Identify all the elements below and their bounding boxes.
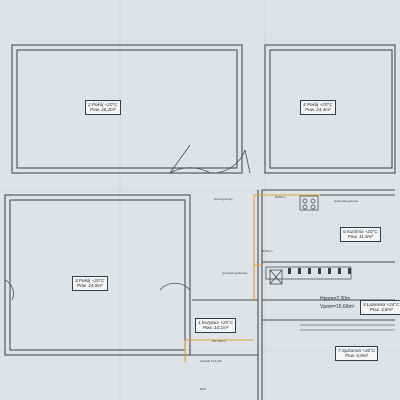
room-volume: Vpom=16,66m³ [320, 304, 355, 310]
room-1-area: Pow. 10,1m² [202, 325, 229, 331]
room-2-label: 2.Pokój +20°C Pow. 26,2m² [85, 100, 121, 115]
room-4-area: Pow. 24,4m² [305, 107, 331, 113]
room-5-name: 5.Łazienka +24°C [363, 302, 400, 307]
room-5-label: 5.Łazienka +24°C Pow. 3,8m² [360, 300, 400, 315]
room-7-area: Pow. 6,9m² [345, 353, 369, 359]
pipe-note: przewód spalinowy [222, 271, 248, 275]
room-3-name: 3.Pokój +20°C [75, 278, 105, 283]
room-7-name: 7.Spiżarnia +20°C [338, 348, 376, 353]
room-2-area: Pow. 26,2m² [90, 107, 116, 113]
room-6-label: 6.Kuchnia +20°C Pow. 11,5m² [340, 227, 381, 242]
room-1-label: 1.Korytarz +20°C Pow. 10,1m² [195, 318, 237, 333]
room-height: Hpom=2,30m [320, 296, 351, 302]
dn-note: DN 15mm [212, 339, 226, 343]
room-5-area: Pow. 3,8m² [369, 307, 393, 313]
bottom-note: Ø15 [200, 387, 206, 391]
room-4-label: 4.Pokój +20°C Pow. 24,4m² [300, 100, 336, 115]
gas-meter-note: Ø15mm [275, 195, 286, 199]
room-4-name: 4.Pokój +20°C [303, 102, 333, 107]
room-3-label: 3.Pokój +20°C Pow. 24,0m² [72, 276, 108, 291]
room-2-name: 2.Pokój +20°C [88, 102, 118, 107]
stove-note: kuchenka gazowa [334, 199, 359, 203]
riser-note: Ø15mm [262, 249, 273, 253]
room-6-area: Pow. 11,5m² [347, 234, 373, 240]
room-6-name: 6.Kuchnia +20°C [343, 229, 378, 234]
boiler-note: Gazyfik 11,6 kW [200, 359, 222, 363]
room-7-label: 7.Spiżarnia +20°C Pow. 6,9m² [335, 346, 379, 361]
room-3-area: Pow. 24,0m² [77, 283, 103, 289]
heater-note: kocioł gazowy [214, 197, 233, 201]
room-1-name: 1.Korytarz +20°C [198, 320, 234, 325]
